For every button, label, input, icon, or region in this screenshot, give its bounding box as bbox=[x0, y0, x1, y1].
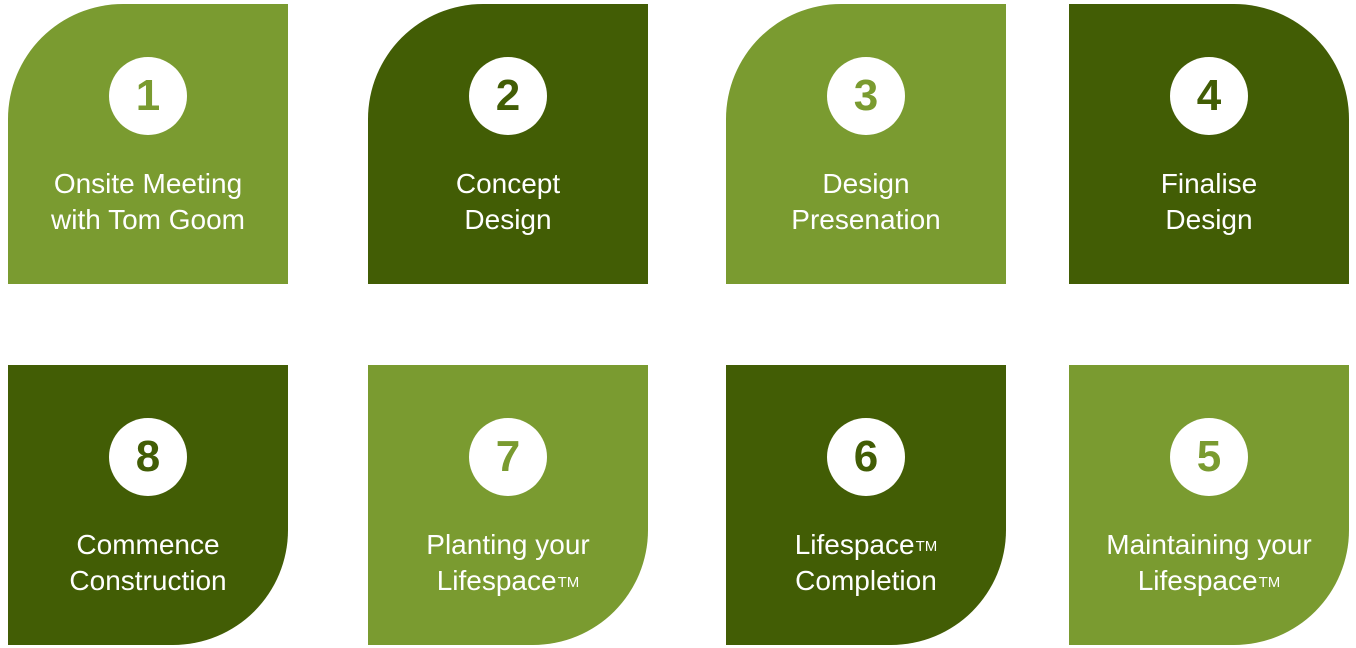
step-label-line-2: LifespaceTM bbox=[1069, 563, 1349, 599]
step-label-line-1: LifespaceTM bbox=[726, 527, 1006, 563]
step-label-text: Lifespace bbox=[1137, 565, 1258, 596]
step-label: LifespaceTM Completion bbox=[726, 527, 1006, 599]
step-number-badge: 2 bbox=[469, 57, 547, 135]
step-number-badge: 7 bbox=[469, 418, 547, 496]
step-number-badge: 3 bbox=[827, 57, 905, 135]
step-label-text: Lifespace bbox=[794, 529, 915, 560]
step-number-badge: 5 bbox=[1170, 418, 1248, 496]
trademark-mark: TM bbox=[915, 538, 938, 555]
step-label: Design Presenation bbox=[726, 166, 1006, 238]
step-label-line-1: Concept bbox=[455, 168, 561, 199]
step-number-badge: 1 bbox=[109, 57, 187, 135]
step-label: Concept Design bbox=[368, 166, 648, 238]
step-label-line-1: Finalise bbox=[1160, 168, 1258, 199]
step-label-line-2: LifespaceTM bbox=[368, 563, 648, 599]
step-label-line-1: Planting your bbox=[426, 529, 590, 560]
step-label-line-1: Commence bbox=[76, 529, 220, 560]
step-tile-7: 7 Planting your LifespaceTM bbox=[368, 365, 648, 645]
step-tile-3: 3 Design Presenation bbox=[726, 4, 1006, 284]
step-tile-6: 6 LifespaceTM Completion bbox=[726, 365, 1006, 645]
step-label: Commence Construction bbox=[8, 527, 288, 599]
step-label-line-2: Completion bbox=[795, 565, 937, 596]
step-label-line-1: Design bbox=[822, 168, 910, 199]
step-label-line-2: Construction bbox=[69, 565, 227, 596]
step-tile-5: 5 Maintaining your LifespaceTM bbox=[1069, 365, 1349, 645]
step-label: Onsite Meeting with Tom Goom bbox=[8, 166, 288, 238]
step-label-line-2: Design bbox=[464, 204, 552, 235]
trademark-mark: TM bbox=[557, 574, 580, 591]
step-tile-1: 1 Onsite Meeting with Tom Goom bbox=[8, 4, 288, 284]
step-label: Finalise Design bbox=[1069, 166, 1349, 238]
step-label-line-2: with Tom Goom bbox=[51, 204, 245, 235]
step-label-line-2: Presenation bbox=[791, 204, 941, 235]
step-label-line-2: Design bbox=[1165, 204, 1253, 235]
step-tile-8: 8 Commence Construction bbox=[8, 365, 288, 645]
step-number-badge: 8 bbox=[109, 418, 187, 496]
trademark-mark: TM bbox=[1258, 574, 1281, 591]
step-label-line-1: Onsite Meeting bbox=[53, 168, 243, 199]
step-label-text: Lifespace bbox=[436, 565, 557, 596]
step-tile-2: 2 Concept Design bbox=[368, 4, 648, 284]
step-label-line-1: Maintaining your bbox=[1106, 529, 1312, 560]
step-label: Maintaining your LifespaceTM bbox=[1069, 527, 1349, 599]
step-label: Planting your LifespaceTM bbox=[368, 527, 648, 599]
step-number-badge: 6 bbox=[827, 418, 905, 496]
step-number-badge: 4 bbox=[1170, 57, 1248, 135]
step-tile-4: 4 Finalise Design bbox=[1069, 4, 1349, 284]
